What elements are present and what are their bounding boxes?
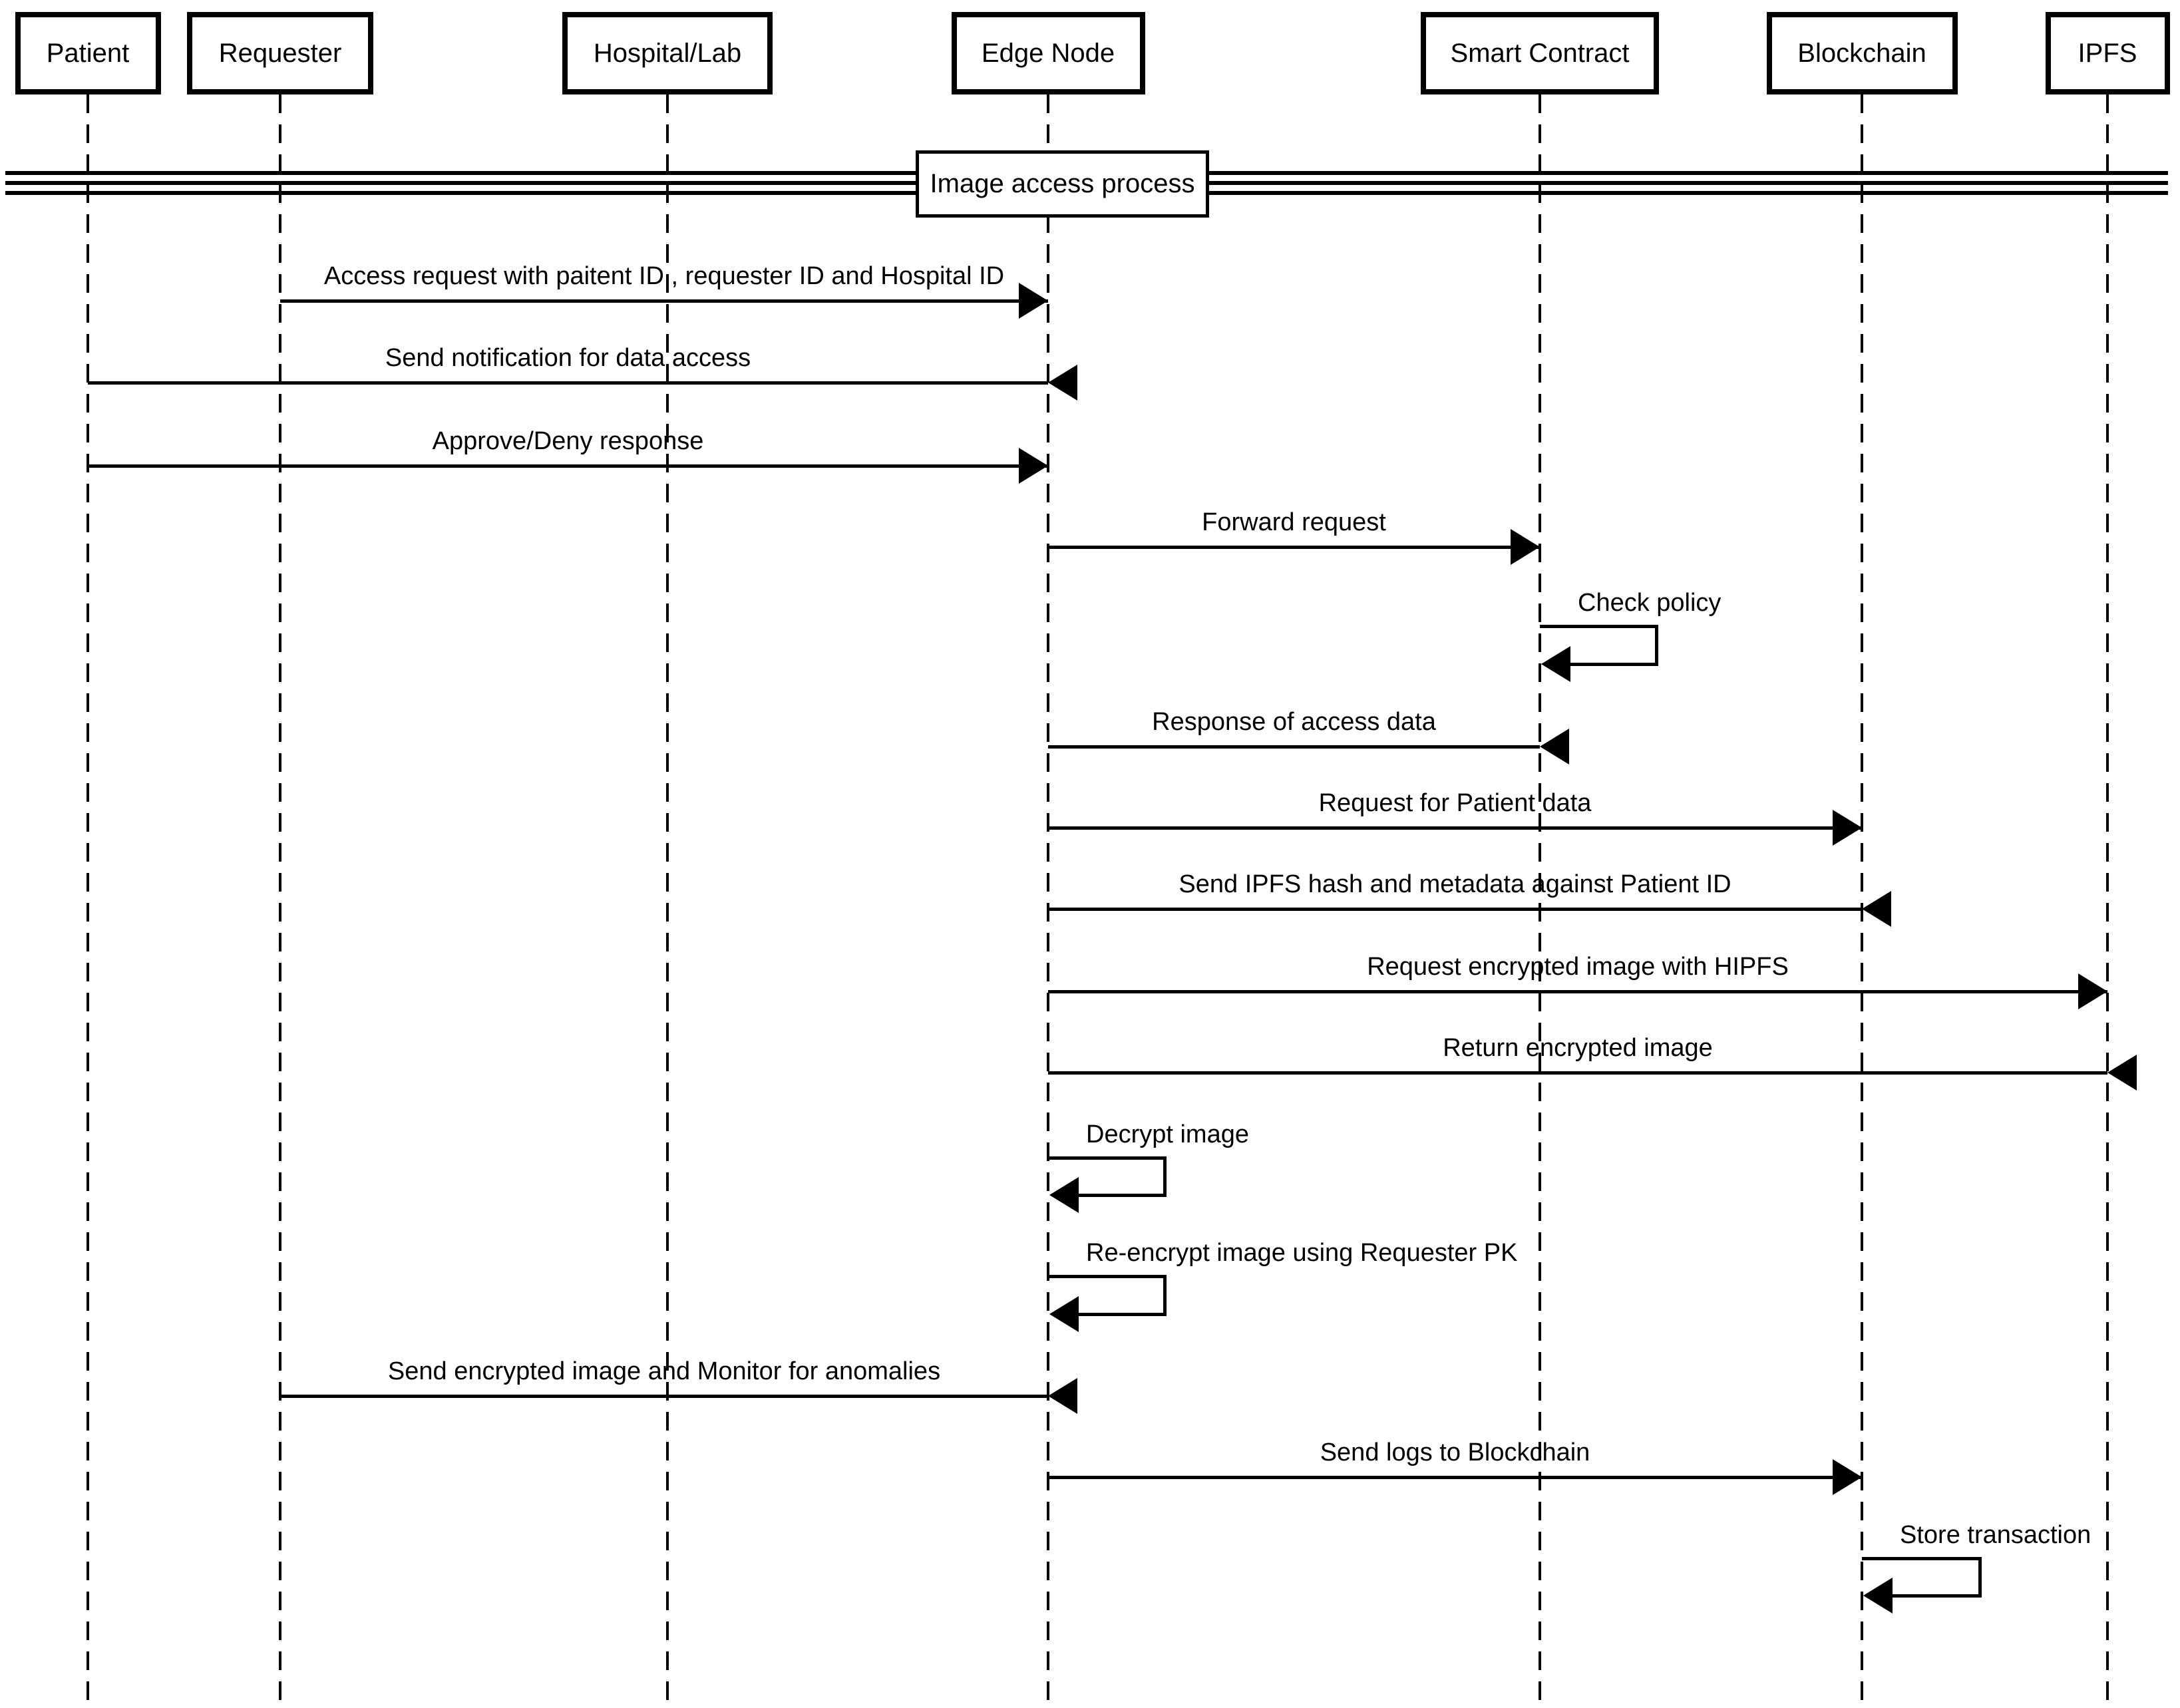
arrowhead-right: [2078, 973, 2107, 1009]
participant-label-requester: Requester: [218, 38, 342, 68]
self-message-bottom-line: [1566, 663, 1658, 666]
self-message-top-line: [1048, 1156, 1167, 1160]
arrowhead-left: [1049, 1296, 1079, 1332]
participant-box-patient: Patient: [15, 12, 161, 94]
self-message-right-line: [1163, 1156, 1167, 1197]
arrowhead-left: [1862, 891, 1891, 927]
participant-box-blockchain: Blockchain: [1766, 12, 1958, 94]
message-line: [1048, 1071, 2107, 1075]
arrowhead-right: [1511, 529, 1540, 565]
participant-box-requester: Requester: [187, 12, 373, 94]
arrowhead-right: [1833, 810, 1862, 846]
arrowhead-right: [1019, 283, 1048, 319]
message-line: [88, 464, 1048, 468]
arrowhead-left: [2107, 1055, 2137, 1091]
lifeline-patient: [87, 94, 89, 1701]
self-message-right-line: [1655, 625, 1658, 666]
participant-label-patient: Patient: [46, 38, 130, 68]
self-message-right-line: [1163, 1275, 1167, 1316]
arrowhead-left: [1540, 729, 1569, 765]
message-label: Return encrypted image: [1443, 1034, 1713, 1062]
self-message-bottom-line: [1889, 1594, 1982, 1598]
message-label: Response of access data: [1152, 708, 1436, 736]
self-message-bottom-line: [1075, 1313, 1167, 1316]
message-label: Forward request: [1202, 508, 1386, 536]
arrowhead-left: [1863, 1578, 1893, 1614]
self-message-right-line: [1978, 1557, 1982, 1598]
arrowhead-left: [1048, 365, 1077, 401]
self-message-top-line: [1048, 1275, 1167, 1278]
participant-label-smart_contract: Smart Contract: [1450, 38, 1630, 68]
message-line: [1048, 990, 2107, 993]
divider-title: Image access process: [930, 169, 1195, 198]
self-message-label: Check policy: [1578, 589, 1722, 617]
self-message-label: Decrypt image: [1086, 1120, 1249, 1148]
message-line: [1048, 546, 1540, 549]
message-line: [1048, 826, 1862, 830]
participant-box-edge_node: Edge Node: [951, 12, 1145, 94]
arrowhead-right: [1833, 1459, 1862, 1495]
arrowhead-left: [1541, 646, 1570, 682]
message-line: [1048, 1476, 1862, 1479]
message-label: Send notification for data access: [385, 344, 751, 372]
lifeline-requester: [279, 94, 281, 1701]
participant-box-hospital_lab: Hospital/Lab: [562, 12, 773, 94]
self-message-top-line: [1862, 1557, 1982, 1560]
self-message-label: Re-encrypt image using Requester PK: [1086, 1239, 1518, 1267]
self-message-bottom-line: [1075, 1194, 1167, 1197]
message-line: [280, 1395, 1048, 1398]
participant-box-ipfs: IPFS: [2045, 12, 2170, 94]
lifeline-edge_node: [1047, 94, 1049, 1701]
participant-label-ipfs: IPFS: [2078, 38, 2137, 68]
message-label: Approve/Deny response: [432, 427, 704, 455]
message-label: Send IPFS hash and metadata against Pati…: [1179, 870, 1731, 898]
lifeline-ipfs: [2106, 94, 2109, 1701]
message-label: Send logs to Blockchain: [1320, 1439, 1590, 1466]
divider-title-box: Image access process: [916, 150, 1209, 218]
message-label: Request for Patient data: [1318, 789, 1592, 817]
arrowhead-left: [1049, 1177, 1079, 1213]
arrowhead-right: [1019, 448, 1048, 484]
arrowhead-left: [1048, 1378, 1077, 1414]
message-line: [1048, 745, 1540, 749]
participant-box-smart_contract: Smart Contract: [1421, 12, 1659, 94]
lifeline-hospital_lab: [666, 94, 669, 1701]
participant-label-hospital_lab: Hospital/Lab: [593, 38, 742, 68]
self-message-label: Store transaction: [1900, 1521, 2091, 1549]
message-line: [280, 299, 1048, 303]
message-line: [1048, 908, 1862, 911]
participant-label-edge_node: Edge Node: [981, 38, 1115, 68]
message-label: Request encrypted image with HIPFS: [1367, 953, 1789, 981]
message-label: Send encrypted image and Monitor for ano…: [387, 1357, 941, 1385]
lifeline-smart_contract: [1539, 94, 1541, 1701]
participant-label-blockchain: Blockchain: [1797, 38, 1926, 68]
self-message-top-line: [1540, 625, 1658, 628]
message-label: Access request with paitent ID , request…: [323, 262, 1005, 290]
message-line: [88, 381, 1048, 385]
